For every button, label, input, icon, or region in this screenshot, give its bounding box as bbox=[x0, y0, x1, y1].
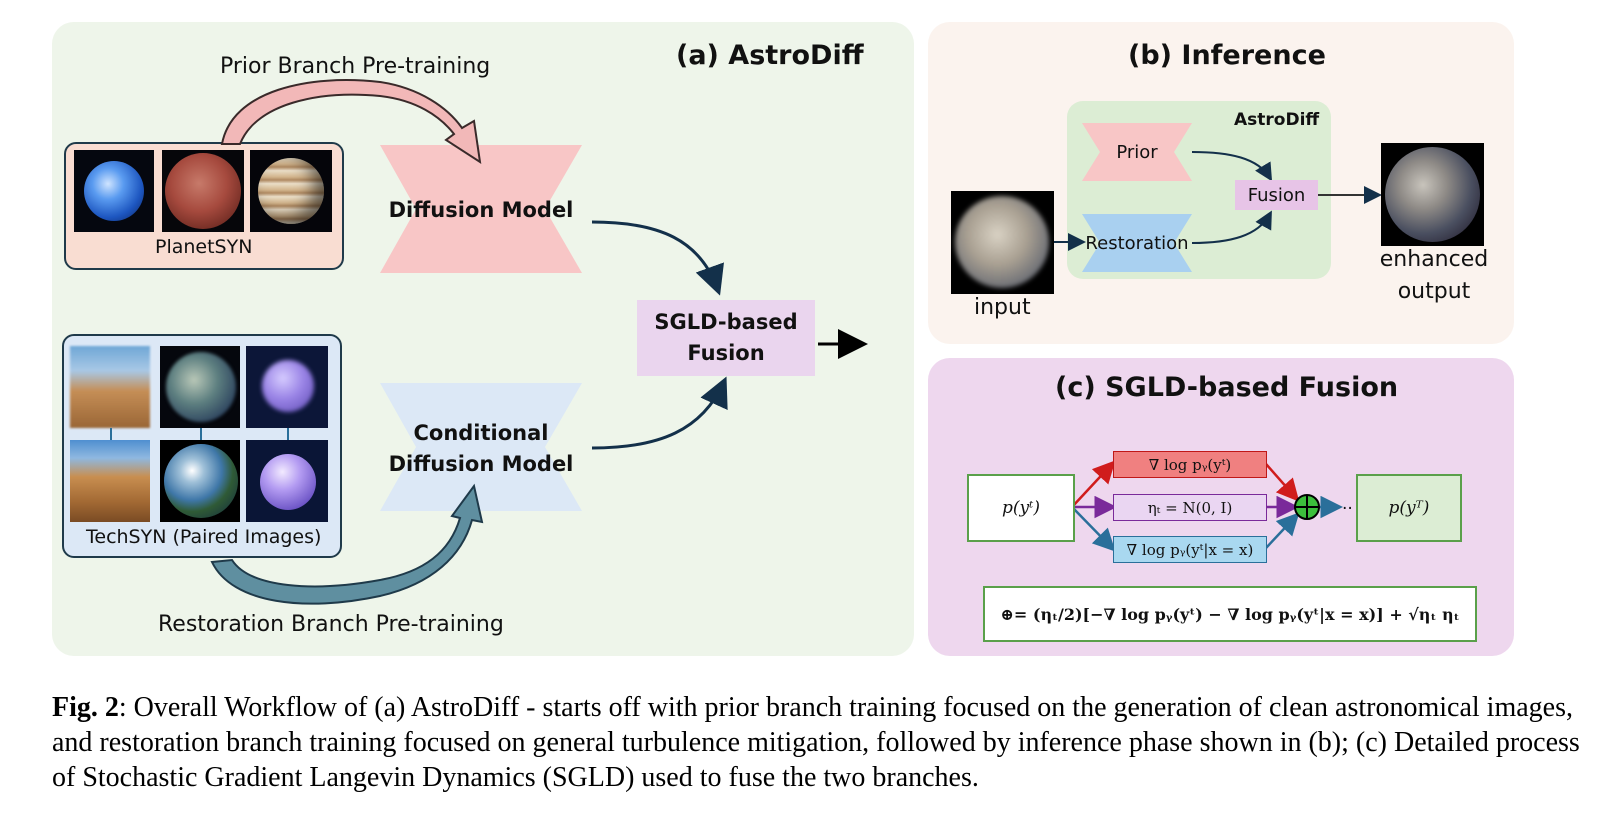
start-state-box: p(yᵗ) bbox=[967, 474, 1075, 542]
start-to-grad-prior-arrow bbox=[1071, 460, 1116, 508]
restoration-shape bbox=[1082, 214, 1192, 272]
restoration-arrow-label: Restoration Branch Pre-training bbox=[158, 612, 504, 637]
tech-image-sphere-blurred bbox=[246, 346, 328, 428]
planet-image-jupiter bbox=[250, 150, 332, 232]
sgld-fusion-box: SGLD-based Fusion bbox=[637, 300, 815, 376]
noise-box: ηₜ = N(0, I) bbox=[1113, 494, 1267, 521]
tech-image-earth-sharp bbox=[160, 440, 240, 522]
conditional-model-shape bbox=[380, 383, 582, 511]
restoration-to-fusion-arrow bbox=[1191, 210, 1272, 244]
diffusion-model-shape bbox=[380, 145, 582, 273]
grad-cond-to-sum-arrow bbox=[1265, 512, 1300, 549]
tech-image-earth-blurred bbox=[160, 346, 240, 428]
panel-b-diagram bbox=[1054, 123, 1382, 272]
prior-training-arrow bbox=[220, 79, 482, 165]
prior-label: Prior bbox=[1116, 141, 1158, 163]
restoration-label: Restoration bbox=[1085, 232, 1189, 254]
output-moon-image bbox=[1381, 143, 1484, 246]
figure-caption: Fig. 2: Overall Workflow of (a) AstroDif… bbox=[52, 690, 1582, 795]
tech-image-ruins-sharp bbox=[70, 440, 150, 522]
pair-connector bbox=[110, 428, 112, 440]
fusion-box: Fusion bbox=[1235, 180, 1318, 210]
panel-c-diagram bbox=[1071, 460, 1343, 552]
panel-b-title: (b) Inference bbox=[1128, 40, 1326, 71]
restoration-training-arrow bbox=[210, 483, 484, 605]
input-moon-image bbox=[951, 191, 1054, 294]
pair-connector bbox=[287, 428, 289, 440]
input-label: input bbox=[974, 295, 1031, 320]
conditional-to-fusion-arrow bbox=[591, 376, 728, 450]
caption-text: : Overall Workflow of (a) AstroDiff - st… bbox=[52, 692, 1580, 793]
grad-prior-box: ∇ log pᵧ(yᵗ) bbox=[1113, 451, 1267, 478]
conditional-model-label: Conditional Diffusion Model bbox=[388, 421, 574, 476]
grad-prior-to-sum-arrow bbox=[1265, 463, 1300, 502]
prior-to-fusion-arrow bbox=[1191, 151, 1273, 182]
prior-shape bbox=[1082, 123, 1192, 181]
ellipsis: .. bbox=[1342, 494, 1353, 514]
pair-connector bbox=[200, 428, 202, 440]
tech-image-sphere-sharp bbox=[246, 440, 328, 522]
sum-icon bbox=[1294, 494, 1320, 520]
prior-arrow-label: Prior Branch Pre-training bbox=[220, 54, 491, 79]
astrodiff-inner-label: AstroDiff bbox=[1234, 110, 1320, 130]
update-formula-box: ⊕= (ηₜ/2)[−∇ log pᵧ(yᵗ) − ∇ log pᵧ(yᵗ|x … bbox=[983, 586, 1477, 642]
caption-label: Fig. 2 bbox=[52, 692, 119, 723]
diffusion-model-label: Diffusion Model bbox=[388, 198, 574, 222]
panel-a-diagram bbox=[210, 79, 868, 605]
diffusion-to-fusion-arrow bbox=[591, 220, 724, 296]
end-state-box: p(yᵀ) bbox=[1356, 474, 1462, 542]
tech-image-ruins-blurred bbox=[70, 346, 150, 428]
output-label: enhanced output bbox=[1379, 247, 1489, 304]
start-to-grad-cond-arrow bbox=[1071, 506, 1116, 552]
tech-dataset-label: TechSYN (Paired Images) bbox=[86, 526, 322, 548]
panel-a-title: (a) AstroDiff bbox=[676, 40, 864, 71]
grad-cond-box: ∇ log pᵧ(yᵗ|x = x) bbox=[1113, 536, 1267, 563]
planet-image-mars bbox=[162, 150, 244, 232]
planet-image-neptune bbox=[74, 150, 154, 232]
planet-dataset-label: PlanetSYN bbox=[155, 236, 253, 258]
panel-c-title: (c) SGLD-based Fusion bbox=[1055, 372, 1399, 403]
